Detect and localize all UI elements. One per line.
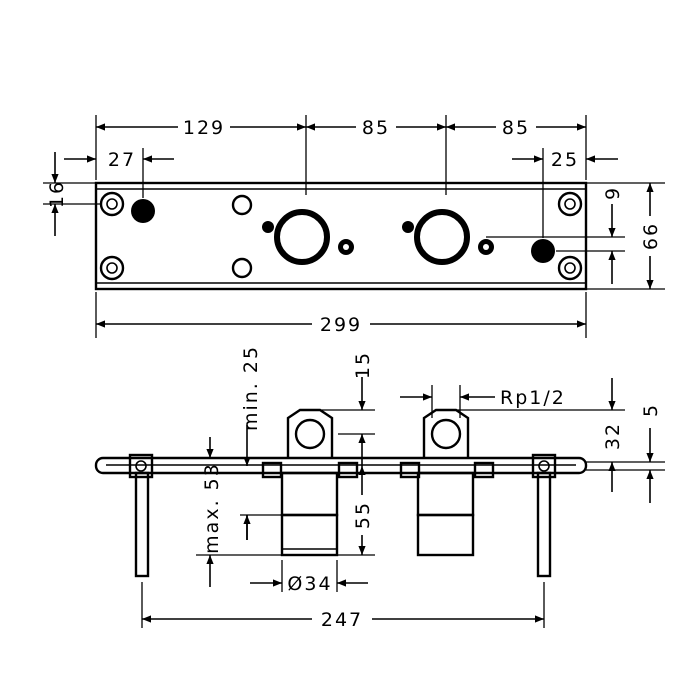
extension-lines-side: [141, 385, 665, 628]
side-view: min. 25 15 55 max. 53 Rp1/2: [94, 345, 665, 631]
dim-9-label: 9: [602, 186, 624, 200]
plug-left: [131, 199, 155, 223]
dim-min-25-label: min. 25: [240, 345, 262, 431]
valve-body-right: [399, 408, 495, 557]
dim-15-label: 15: [352, 351, 374, 379]
dim-66: 66: [640, 183, 662, 289]
dim-5: 5: [640, 403, 662, 503]
dim-247-label: 247: [321, 609, 363, 631]
dim-32-label: 32: [602, 422, 624, 450]
dim-32: 32: [602, 422, 624, 492]
dim-diameter-34-label: Ø34: [287, 573, 332, 595]
dim-129-label: 129: [183, 117, 225, 139]
corner-hole-bottom-right: [557, 255, 583, 281]
dim-15: 15: [352, 351, 374, 466]
dim-16-label: 16: [46, 180, 68, 208]
dim-85-right: 85: [446, 117, 586, 139]
dim-5-label: 5: [640, 403, 662, 417]
mounting-plate: [94, 181, 588, 291]
dim-max-53: max. 53: [201, 437, 251, 587]
mounting-rod-right: [531, 453, 557, 578]
dim-25: 25: [512, 149, 618, 171]
dim-129: 129: [96, 117, 306, 139]
dim-299-label: 299: [320, 314, 362, 336]
dim-55: 55: [352, 466, 374, 555]
mounting-rod-left: [128, 453, 154, 578]
valve-body-left: [261, 408, 359, 557]
dim-85-left-label: 85: [362, 117, 390, 139]
dim-diameter-34: Ø34: [250, 573, 368, 595]
dim-9: 9: [602, 186, 624, 284]
dim-27: 27: [64, 149, 174, 171]
small-hole-lower: [231, 257, 253, 279]
dim-299: 299: [96, 314, 586, 336]
small-hole-upper: [231, 194, 253, 216]
corner-hole-bottom-left: [99, 255, 125, 281]
dim-max-53-label: max. 53: [201, 462, 223, 554]
dim-rp12-label: Rp1/2: [500, 387, 566, 409]
dim-66-label: 66: [640, 222, 662, 250]
valve-opening-right: [402, 209, 494, 265]
dim-27-label: 27: [108, 149, 136, 171]
side-plate: [94, 456, 588, 475]
corner-hole-top-right: [557, 191, 583, 217]
dim-25-label: 25: [551, 149, 579, 171]
dim-min-25: min. 25: [240, 345, 262, 466]
dim-rp12: Rp1/2: [400, 378, 616, 410]
dim-247: 247: [142, 609, 544, 631]
corner-hole-top-left: [99, 191, 125, 217]
dim-85-left: 85: [306, 117, 446, 139]
dim-85-right-label: 85: [502, 117, 530, 139]
dim-55-label: 55: [352, 501, 374, 529]
top-view: 129 85 85 27 25 16: [43, 115, 665, 338]
valve-opening-left: [262, 209, 354, 265]
dim-16: 16: [46, 152, 68, 236]
plug-right: [531, 239, 555, 263]
